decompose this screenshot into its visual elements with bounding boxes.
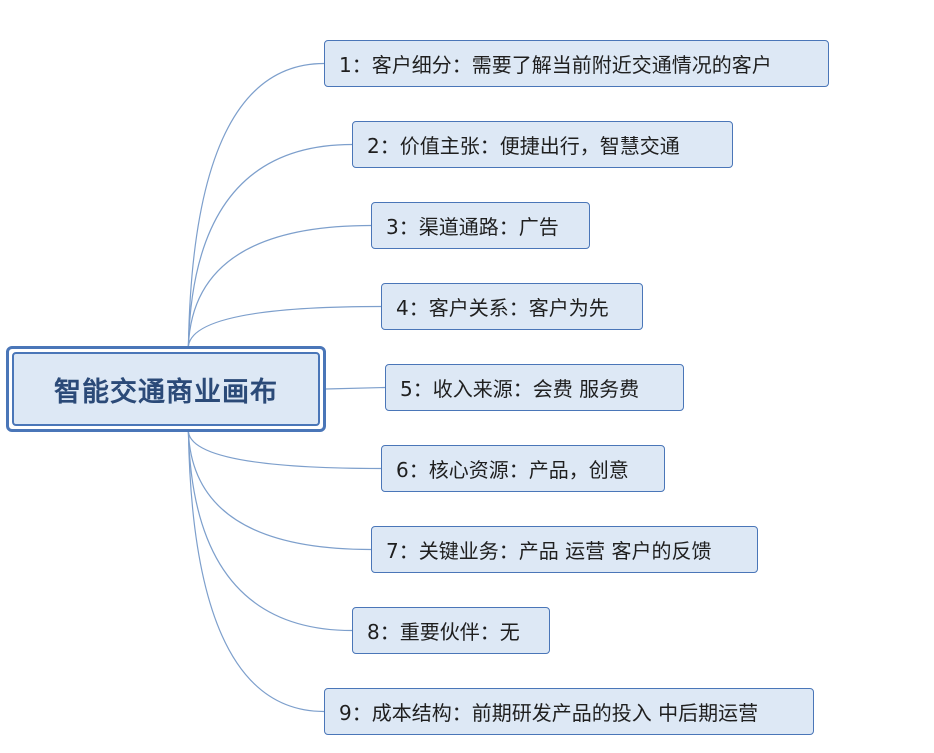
branch-topic-key-partners[interactable]: 8：重要伙伴：无	[352, 607, 550, 654]
branch-topic-value-proposition[interactable]: 2：价值主张：便捷出行，智慧交通	[352, 121, 733, 168]
branch-topic-revenue-streams[interactable]: 5：收入来源：会费 服务费	[385, 364, 684, 411]
central-topic-box: 智能交通商业画布	[12, 352, 320, 426]
branch-topic-label: 8：重要伙伴：无	[367, 620, 520, 644]
connector-line	[187, 431, 353, 632]
connector-line	[187, 431, 372, 551]
branch-topic-cost-structure[interactable]: 9：成本结构：前期研发产品的投入 中后期运营	[324, 688, 814, 735]
connector-line	[187, 143, 353, 347]
branch-topic-label: 1：客户细分：需要了解当前附近交通情况的客户	[339, 53, 772, 77]
connector-line	[187, 305, 382, 347]
branch-topic-label: 6：核心资源：产品，创意	[396, 458, 629, 482]
connector-line	[187, 431, 325, 713]
connector-line	[187, 62, 325, 347]
connector-line	[187, 224, 372, 347]
connector-line	[325, 386, 386, 390]
branch-topic-label: 7：关键业务：产品 运营 客户的反馈	[386, 539, 712, 563]
branch-topic-customer-segments[interactable]: 1：客户细分：需要了解当前附近交通情况的客户	[324, 40, 829, 87]
branch-topic-key-activities[interactable]: 7：关键业务：产品 运营 客户的反馈	[371, 526, 758, 573]
branch-topic-customer-relationships[interactable]: 4：客户关系：客户为先	[381, 283, 643, 330]
branch-topic-channels[interactable]: 3：渠道通路：广告	[371, 202, 590, 249]
branch-topic-label: 3：渠道通路：广告	[386, 215, 559, 239]
central-topic-label: 智能交通商业画布	[54, 376, 278, 408]
branch-topic-label: 9：成本结构：前期研发产品的投入 中后期运营	[339, 701, 759, 725]
branch-topic-label: 4：客户关系：客户为先	[396, 296, 609, 320]
branch-topic-label: 5：收入来源：会费 服务费	[400, 377, 640, 401]
connector-line	[187, 431, 382, 470]
branch-topic-key-resources[interactable]: 6：核心资源：产品，创意	[381, 445, 665, 492]
central-topic[interactable]: 智能交通商业画布	[6, 346, 326, 432]
branch-topic-label: 2：价值主张：便捷出行，智慧交通	[367, 134, 680, 158]
